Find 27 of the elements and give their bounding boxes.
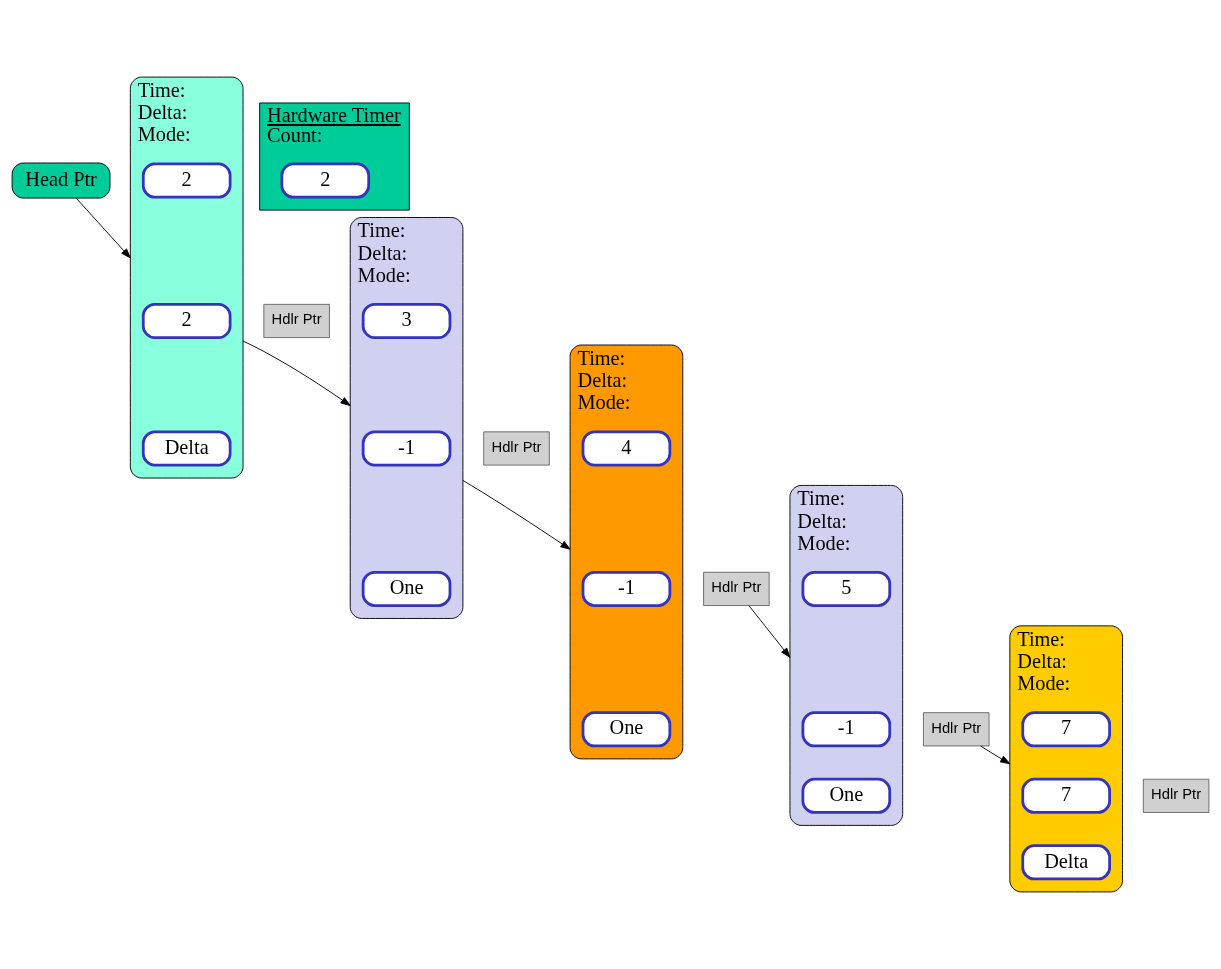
node-box: Hdlr Ptr [483, 431, 550, 466]
node-box: 2 [280, 162, 371, 199]
node-box: 7 [1021, 777, 1111, 814]
node-box: 4 [581, 430, 672, 467]
node-box: 2 [141, 162, 232, 199]
node-box: -1 [581, 570, 672, 607]
node-box: -1 [361, 430, 452, 467]
arrow [980, 745, 1011, 765]
node-box: -1 [801, 711, 892, 748]
node-box: 3 [361, 302, 452, 339]
node-box: One [581, 711, 672, 748]
node-box: Hdlr Ptr [1142, 778, 1210, 813]
arrow [242, 340, 351, 406]
arrow [75, 197, 131, 259]
node-box: 5 [801, 570, 892, 607]
node-box: Delta [1021, 844, 1111, 881]
arrow [462, 480, 571, 550]
node-box: One [801, 777, 892, 814]
node-box: Hdlr Ptr [263, 303, 330, 339]
node-box: One [361, 570, 452, 607]
node-box: 7 [1021, 711, 1111, 748]
node-box: Hdlr Ptr [923, 712, 990, 747]
node-box: Hdlr Ptr [703, 571, 770, 606]
node-box: 2 [141, 302, 232, 339]
node-box: Head Ptr [11, 162, 111, 199]
arrow [748, 605, 791, 658]
node-box: Delta [141, 430, 232, 467]
